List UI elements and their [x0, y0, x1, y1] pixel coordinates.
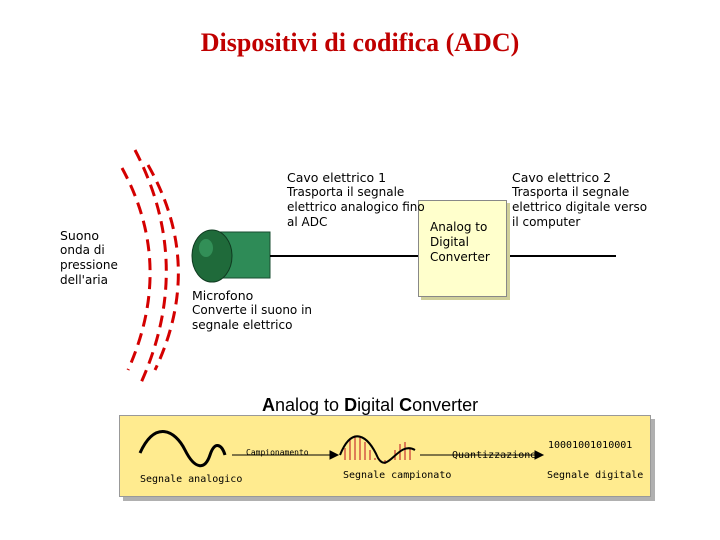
- adc-box-label: Analog to Digital Converter: [430, 220, 490, 264]
- segnale-digitale-label: Segnale digitale: [547, 470, 644, 481]
- sound-wave-3: [146, 164, 180, 371]
- cavo1-label: Cavo elettrico 1 Trasporta il segnale el…: [287, 170, 425, 229]
- cavo2-label: Cavo elettrico 2 Trasporta il segnale el…: [512, 170, 648, 229]
- sound-waves: [120, 149, 180, 386]
- sound-wave-2: [120, 167, 152, 371]
- analog-wave-line: [138, 430, 227, 468]
- sound-wave-1: [133, 149, 168, 386]
- segnale-analogico-label: Segnale analogico: [140, 474, 243, 485]
- quantizzazione-label: Quantizzazione: [452, 450, 537, 461]
- campionamento-label: Campionamento: [246, 448, 309, 457]
- conversion-strip: [119, 415, 651, 497]
- page-title: Dispositivi di codifica (ADC): [200, 28, 520, 57]
- microfono-label: Microfono Converte il suono in segnale e…: [192, 288, 313, 332]
- suono-label: Suono onda di pressione dell'aria: [60, 228, 118, 287]
- adc-heading: Analog to Digital Converter: [262, 395, 479, 415]
- segnale-campionato-label: Segnale campionato: [343, 470, 452, 481]
- strip-graphics: [138, 430, 545, 468]
- sample-bars: [344, 436, 411, 464]
- sampled-wave-line: [339, 435, 416, 464]
- arrow-quantizzazione-head: [534, 450, 545, 460]
- arrow-campionamento-head: [329, 450, 340, 460]
- microphone-icon: [191, 229, 271, 283]
- adc-box: [418, 200, 507, 297]
- bit-sequence: 10001001010001: [548, 440, 633, 451]
